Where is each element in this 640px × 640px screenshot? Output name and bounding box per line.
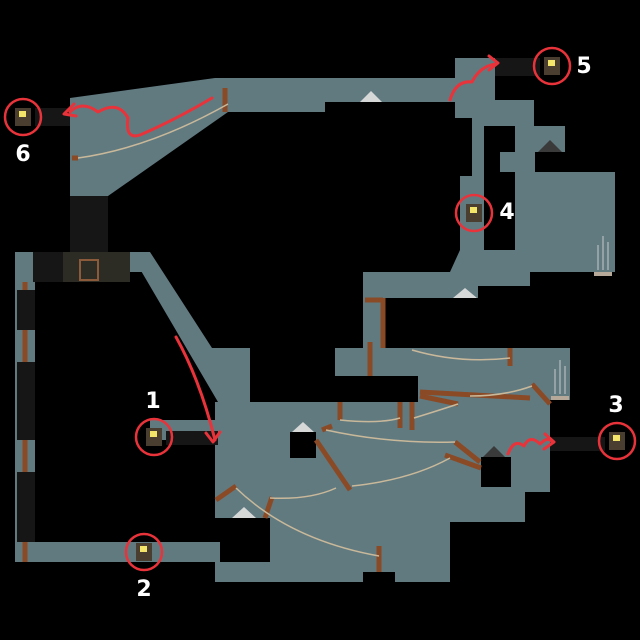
- box-light: [548, 60, 555, 66]
- wall-block-top: [70, 196, 108, 252]
- wall-exit-3: [550, 437, 605, 451]
- rope: [351, 457, 451, 487]
- red-circle-icon: [597, 421, 637, 461]
- red-circle-icon: [3, 97, 43, 137]
- red-arrow-icon: [506, 437, 554, 456]
- floor-right-step-3: [500, 152, 535, 172]
- wall-door-left: [33, 252, 63, 282]
- plank: [313, 438, 353, 492]
- spike-icon: [232, 507, 256, 518]
- floor-mid-drop: [363, 298, 385, 348]
- red-arrow-icon: [174, 335, 217, 442]
- location-markers: [3, 46, 637, 572]
- plank: [321, 423, 333, 433]
- rope: [339, 417, 401, 423]
- void-hole-a: [290, 432, 316, 458]
- location-label-4: 4: [499, 200, 515, 225]
- inner-voids: [250, 376, 511, 487]
- void-mid-gap: [250, 376, 418, 402]
- void-hole-b: [481, 457, 511, 487]
- location-label-3: 3: [608, 393, 624, 418]
- spike-icon: [483, 446, 505, 457]
- red-arrow-head: [62, 102, 78, 118]
- location-marker-1[interactable]: [134, 417, 174, 457]
- spike-icon: [292, 422, 314, 432]
- plank: [419, 389, 531, 401]
- box-light: [140, 546, 147, 552]
- red-arrow-icon: [448, 62, 498, 102]
- plank: [214, 483, 238, 503]
- wall-left-2: [17, 362, 35, 440]
- wooden-planks: [22, 88, 552, 572]
- red-arrow-head: [542, 432, 556, 451]
- wall-door-frame: [63, 252, 130, 282]
- red-arrow-icon: [68, 96, 214, 138]
- red-circle-icon: [532, 46, 572, 86]
- plank: [530, 382, 552, 406]
- box-light: [19, 111, 26, 117]
- wall-left-3: [17, 472, 35, 542]
- location-label-1: 1: [145, 389, 161, 414]
- location-marker-4[interactable]: [454, 193, 494, 233]
- wall-left-1: [17, 290, 35, 330]
- red-circle-icon: [134, 417, 174, 457]
- location-label-2: 2: [136, 577, 152, 602]
- plank: [444, 452, 482, 471]
- box-light: [470, 207, 477, 213]
- rope: [269, 487, 337, 500]
- location-label-5: 5: [576, 54, 592, 79]
- floor-top-right-step: [472, 100, 534, 126]
- vent-lines-icon: [597, 236, 609, 270]
- floor-lower-cave: [215, 348, 570, 582]
- red-arrow-head: [487, 54, 500, 72]
- vent-base: [551, 396, 569, 400]
- spikes: [232, 91, 562, 518]
- location-label-6: 6: [15, 142, 31, 167]
- location-marker-2[interactable]: [124, 532, 164, 572]
- rope: [77, 103, 229, 159]
- red-circle-icon: [454, 193, 494, 233]
- location-marker-3[interactable]: [597, 421, 637, 461]
- vent-lines-icon: [554, 360, 566, 394]
- plank: [262, 496, 275, 519]
- wall-exit-6: [35, 108, 70, 126]
- spike-icon: [538, 140, 562, 152]
- box-light: [613, 435, 620, 441]
- plank: [453, 440, 482, 464]
- vent-base: [594, 272, 612, 276]
- rope: [325, 429, 456, 443]
- spike-icon: [360, 91, 382, 102]
- floor-top-corridor: [215, 78, 495, 102]
- dark-walls: [17, 58, 605, 542]
- box-light: [150, 431, 157, 437]
- floor-bottom-corridor: [15, 542, 220, 562]
- rope: [413, 403, 459, 419]
- location-marker-5[interactable]: [532, 46, 572, 86]
- arrows: [62, 54, 556, 456]
- red-circle-icon: [124, 532, 164, 572]
- door-icon: [79, 259, 99, 281]
- wall-exit-1: [166, 431, 218, 445]
- spike-icon: [453, 288, 477, 298]
- ropes: [77, 103, 533, 557]
- rope: [411, 349, 511, 361]
- vents: [551, 236, 612, 400]
- floor-top-left-room: [70, 78, 325, 196]
- wall-exit-5: [495, 58, 540, 76]
- floor-diagonal-ramp: [130, 252, 250, 402]
- red-arrow-head: [204, 430, 222, 444]
- location-marker-6[interactable]: [3, 97, 43, 137]
- rope: [235, 487, 380, 557]
- plank: [419, 393, 459, 407]
- rope: [469, 385, 533, 397]
